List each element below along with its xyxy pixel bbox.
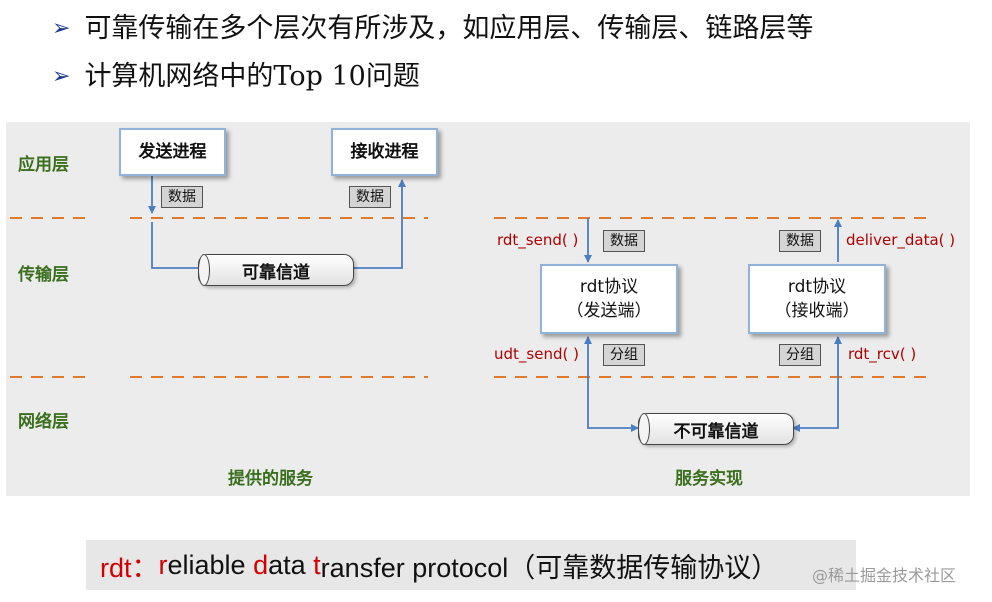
right-caption: 服务实现 [675,469,743,489]
def-d: d [253,549,269,580]
data-tag-right: 数据 [349,186,391,208]
rdt-sender-box: rdt协议 （发送端） [540,264,678,334]
send-process-label: 发送进程 [138,142,207,162]
bullet-1: ➢ 可靠传输在多个层次有所涉及，如应用层、传输层、链路层等 [52,6,813,45]
udt-send-label: udt_send( ) [494,345,579,363]
reliable-channel-label: 可靠信道 [242,262,310,283]
unreliable-channel-label: 不可靠信道 [673,421,759,442]
data-tag-left: 数据 [161,186,203,208]
rdt-receiver-line1: rdt协议 [787,277,847,297]
deliver-data-label: deliver_data( ) [846,231,956,249]
recv-process-label: 接收进程 [350,142,419,162]
data-tag-recv: 数据 [779,230,821,252]
watermark: @稀土掘金技术社区 [812,566,957,585]
rdt-send-label: rdt_send( ) [497,231,579,249]
rdt-sender-line1: rdt协议 [579,277,639,297]
def-w2: ata [268,549,314,580]
layer-label-network: 网络层 [18,412,69,432]
bullet-arrow-icon: ➢ [52,16,71,41]
reliable-channel: 可靠信道 [198,254,354,286]
layer-separators [10,217,930,378]
left-up-arrow [352,179,406,269]
recv-process-box: 接收进程 [331,128,438,176]
def-prefix: rdt： [100,552,159,583]
rdt-receiver-line2: （接收端） [774,301,860,321]
layer-label-transport: 传输层 [18,265,69,285]
layer-label-application: 应用层 [18,155,69,175]
data-tag-send: 数据 [603,230,645,252]
rdt-rcv-arrow [792,336,842,432]
bullet-1-text: 可靠传输在多个层次有所涉及，如应用层、传输层、链路层等 [84,13,814,44]
def-w1: eliable [167,549,254,580]
rdt-receiver-box: rdt协议 （接收端） [748,264,886,334]
left-caption: 提供的服务 [228,469,313,489]
bullet-arrow-icon: ➢ [52,64,71,89]
left-to-channel-arrow [151,222,207,272]
rdt-rcv-label: rdt_rcv( ) [848,345,917,363]
def-w3: ransfer protocol（可靠数据传输协议） [320,552,779,583]
def-r: r [158,549,168,580]
rdt-sender-line2: （发送端） [566,301,652,321]
bullet-2: ➢ 计算机网络中的Top 10问题 [52,54,420,93]
udt-send-arrow [584,336,639,432]
bullet-2-text: 计算机网络中的Top 10问题 [84,61,420,92]
def-t: t [313,549,321,580]
packet-tag-send: 分组 [603,344,645,366]
send-process-box: 发送进程 [119,128,226,176]
packet-tag-recv: 分组 [779,344,821,366]
unreliable-channel: 不可靠信道 [638,413,794,445]
